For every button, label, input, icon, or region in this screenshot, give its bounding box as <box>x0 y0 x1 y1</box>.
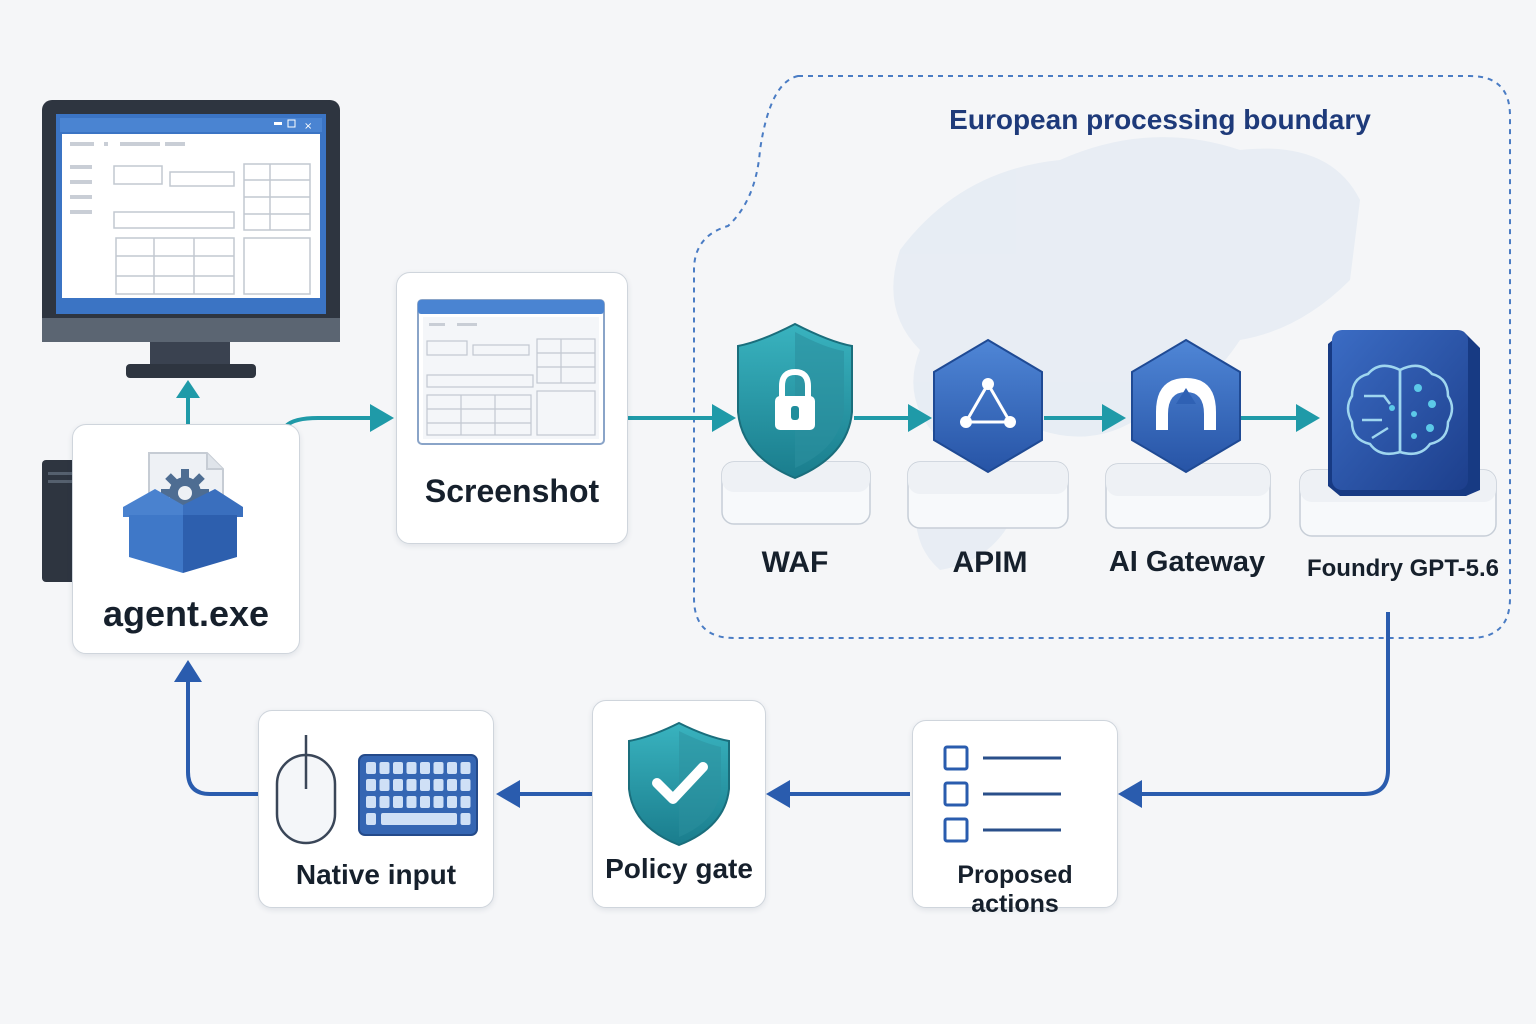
gateway-label: AI Gateway <box>1108 546 1266 578</box>
lock-shield-icon <box>737 322 853 480</box>
gateway-hexagon-icon <box>1131 338 1241 474</box>
agent-card[interactable]: agent.exe <box>72 424 300 654</box>
europe-boundary <box>693 75 1511 639</box>
screenshot-card[interactable]: Screenshot <box>396 272 628 544</box>
proposed-actions-card[interactable]: Proposed actions <box>912 720 1118 918</box>
mouse-icon <box>275 735 337 845</box>
agent-label: agent.exe <box>102 593 270 634</box>
keyboard-icon <box>358 754 478 836</box>
policy-gate-card[interactable]: Policy gate <box>592 700 766 908</box>
model-label: Foundry GPT-5.6 <box>1306 555 1500 582</box>
brain-chip-icon <box>1328 330 1480 496</box>
checklist-icon <box>943 745 1061 843</box>
apim-label: APIM <box>952 546 1028 579</box>
arrowheads <box>174 380 1320 808</box>
policy-gate-label: Policy gate <box>605 853 753 884</box>
screenshot-label: Screenshot <box>424 473 600 509</box>
native-input-card[interactable]: Native input <box>258 710 494 908</box>
check-shield-icon <box>628 721 730 847</box>
screenshot-window-icon <box>417 299 605 445</box>
monitor-icon: × <box>42 100 340 378</box>
package-gear-icon <box>123 452 243 573</box>
apim-hexagon-icon <box>933 338 1043 474</box>
svg-text:×: × <box>304 121 312 132</box>
proposed-actions-label: Proposed actions <box>957 861 1073 918</box>
waf-label: WAF <box>761 546 829 579</box>
native-input-label: Native input <box>295 859 457 890</box>
boundary-title: European processing boundary <box>949 104 1371 135</box>
